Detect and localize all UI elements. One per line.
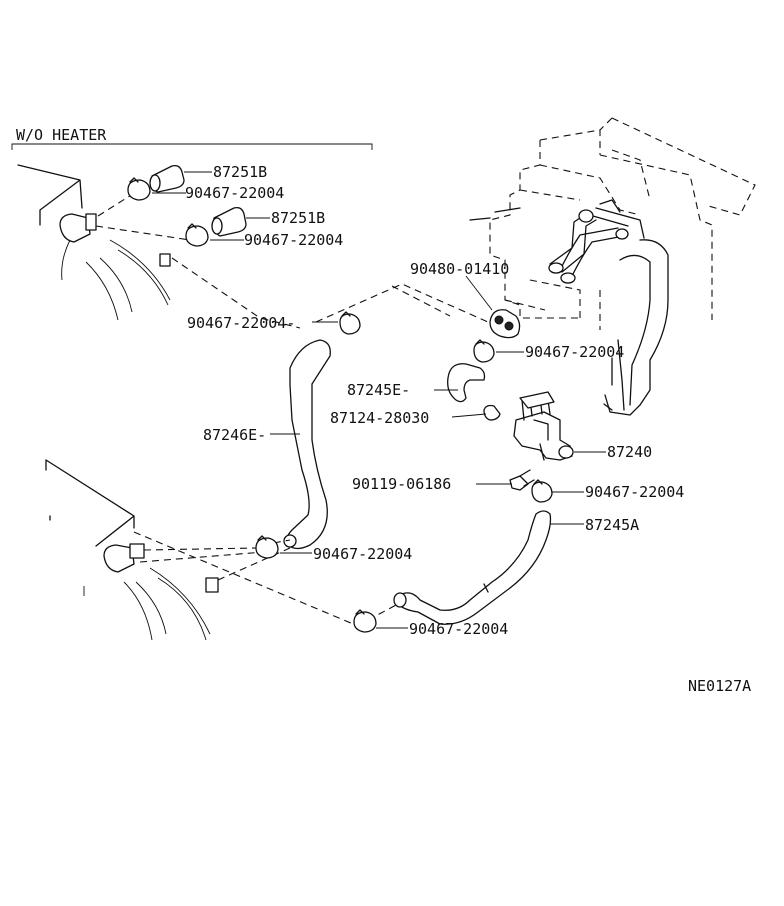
callout-90467-22004-g: 90467-22004 bbox=[409, 620, 508, 638]
callout-90467-22004-c: 90467-22004- bbox=[187, 314, 295, 332]
callout-87245e: 87245E- bbox=[347, 381, 410, 399]
callout-87246e: 87246E- bbox=[203, 426, 266, 444]
hose-clamp-lower-2 bbox=[353, 609, 377, 633]
leader-lines bbox=[152, 171, 606, 629]
callout-90467-22004-f: 90467-22004 bbox=[313, 545, 412, 563]
hose-87251b-lower bbox=[211, 206, 247, 237]
hose-87246e bbox=[283, 339, 331, 550]
hose-87251b-upper bbox=[149, 164, 185, 193]
hose-clamp-lower-1 bbox=[255, 535, 279, 559]
heater-core-pipes bbox=[548, 199, 645, 284]
wo-heater-section: W/O HEATER bbox=[11, 126, 373, 150]
callout-87245a: 87245A bbox=[585, 516, 639, 534]
hose-clamp-upper-2 bbox=[185, 223, 209, 247]
water-outlet-fitting-lower bbox=[103, 543, 145, 573]
bolt-90119-06186 bbox=[509, 469, 535, 491]
callout-90467-22004-a: 90467-22004 bbox=[185, 184, 284, 202]
water-valve-87240 bbox=[513, 391, 574, 461]
callout-90467-22004-b: 90467-22004 bbox=[244, 231, 343, 249]
engine-block-upper bbox=[17, 164, 171, 321]
bolt-87124-28030 bbox=[483, 404, 501, 421]
water-outlet-fitting-upper bbox=[59, 213, 97, 243]
small-pipe-stub-lower bbox=[205, 577, 219, 593]
engine-block-lower bbox=[45, 459, 219, 641]
hose-clamp-upper-1 bbox=[127, 177, 151, 201]
section-heading: W/O HEATER bbox=[16, 126, 107, 144]
heater-unit-housing bbox=[469, 117, 756, 416]
callout-87124-28030: 87124-28030 bbox=[330, 409, 429, 427]
callout-90480-01410: 90480-01410 bbox=[410, 260, 509, 278]
grommet-90480-01410 bbox=[489, 309, 521, 339]
diagram-code: NE0127A bbox=[688, 677, 751, 695]
callout-87251b-upper: 87251B bbox=[213, 163, 267, 181]
callout-87240: 87240 bbox=[607, 443, 652, 461]
hose-clamp-valve bbox=[531, 479, 553, 503]
hose-87245a bbox=[393, 510, 552, 625]
hose-clamp-mid-right bbox=[473, 339, 495, 363]
callout-87251b-lower: 87251B bbox=[271, 209, 325, 227]
callout-90467-22004-d: 90467-22004 bbox=[525, 343, 624, 361]
hose-clamp-mid-left bbox=[339, 311, 361, 335]
callout-90467-22004-e: 90467-22004 bbox=[585, 483, 684, 501]
small-pipe-stub bbox=[159, 253, 171, 267]
hose-87245e bbox=[447, 363, 486, 403]
callout-90119-06186: 90119-06186 bbox=[352, 475, 451, 493]
part-callouts: 87251B 90467-22004 87251B 90467-22004 90… bbox=[185, 163, 684, 638]
